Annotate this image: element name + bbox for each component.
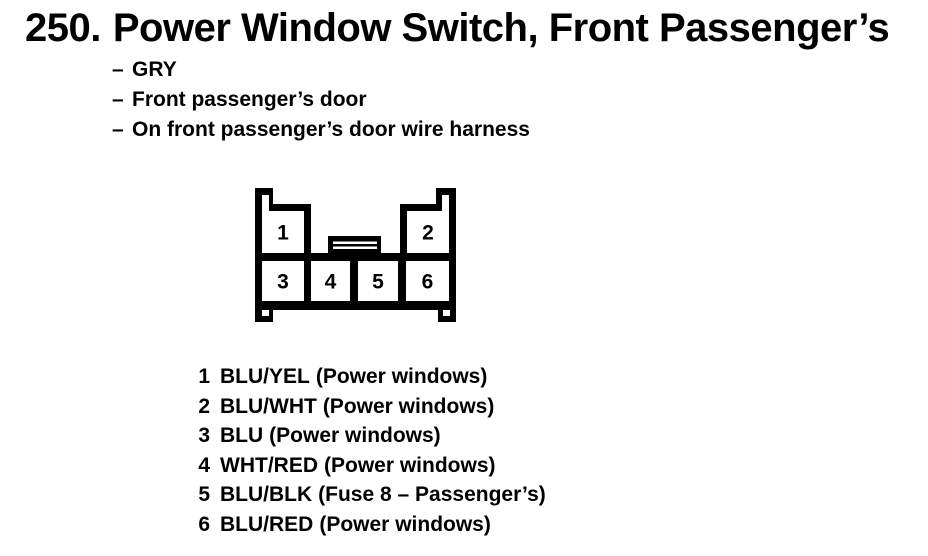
connector-diagram: 1 2 3 4 5 6 <box>255 188 456 322</box>
latch-stripe <box>333 246 377 249</box>
pin-row: 5 BLU/BLK(Fuse 8 – Passenger’s) <box>196 480 546 510</box>
cavity-number: 3 <box>277 271 289 294</box>
pin-description: (Power windows) <box>319 512 491 536</box>
pin-wire-color: BLU <box>220 424 264 448</box>
pin-description: (Power windows) <box>324 453 496 477</box>
pin-number: 2 <box>198 394 210 418</box>
cavity-number: 4 <box>325 271 337 294</box>
note-dash: – <box>112 88 124 111</box>
title-text: Power Window Switch, Front Passenger’s <box>112 6 890 50</box>
cavity-number: 6 <box>422 271 434 294</box>
latch-stripe <box>333 241 377 244</box>
foot-notch <box>262 310 269 316</box>
cavity <box>406 261 449 301</box>
pin-number: 3 <box>198 424 210 448</box>
pin-row: 4 WHT/RED(Power windows) <box>196 451 546 481</box>
pin-row: 3 BLU(Power windows) <box>196 421 546 451</box>
note-dash: – <box>112 118 124 141</box>
note-text: GRY <box>132 58 177 81</box>
note-text: On front passenger’s door wire harness <box>132 118 530 141</box>
pin-wire-color: BLU/RED <box>220 512 314 536</box>
cavity <box>262 211 304 253</box>
cavity-number: 2 <box>422 222 434 245</box>
note-text: Front passenger’s door <box>132 88 367 111</box>
pin-number: 5 <box>198 483 210 507</box>
pin-row: 6 BLU/RED(Power windows) <box>196 510 546 540</box>
pin-wire-color: WHT/RED <box>220 453 318 477</box>
pin-row: 2 BLU/WHT(Power windows) <box>196 392 546 422</box>
cavity-number: 5 <box>372 271 384 294</box>
pin-number: 6 <box>198 512 210 536</box>
pin-wire-color: BLU/BLK <box>220 483 313 507</box>
pin-row: 1 BLU/YEL(Power windows) <box>196 362 546 392</box>
cavity <box>311 261 350 301</box>
cavity-number: 1 <box>277 222 289 245</box>
ear-notch <box>262 195 269 212</box>
note-line: –On front passenger’s door wire harness <box>112 115 530 145</box>
page-title: 250.Power Window Switch, Front Passenger… <box>25 6 890 50</box>
cavity <box>262 261 304 301</box>
pin-wire-color: BLU/WHT <box>220 394 317 418</box>
cavity <box>407 211 449 253</box>
pin-number: 4 <box>198 453 210 477</box>
note-line: –GRY <box>112 55 530 85</box>
pin-number: 1 <box>198 365 210 388</box>
connector-notes: –GRY –Front passenger’s door –On front p… <box>112 55 530 145</box>
pin-description: (Power windows) <box>322 394 495 418</box>
pin-description: (Power windows) <box>269 424 441 448</box>
note-line: –Front passenger’s door <box>112 85 530 115</box>
note-dash: – <box>112 58 124 81</box>
pin-wire-color: BLU/YEL <box>220 365 310 388</box>
pin-description: (Fuse 8 – Passenger’s) <box>318 483 546 507</box>
cavity <box>358 261 398 301</box>
foot-notch <box>443 310 450 316</box>
ear-notch <box>442 195 449 212</box>
item-number: 250. <box>25 6 101 50</box>
connector-outline <box>255 188 456 322</box>
pin-description: (Power windows) <box>315 365 488 388</box>
